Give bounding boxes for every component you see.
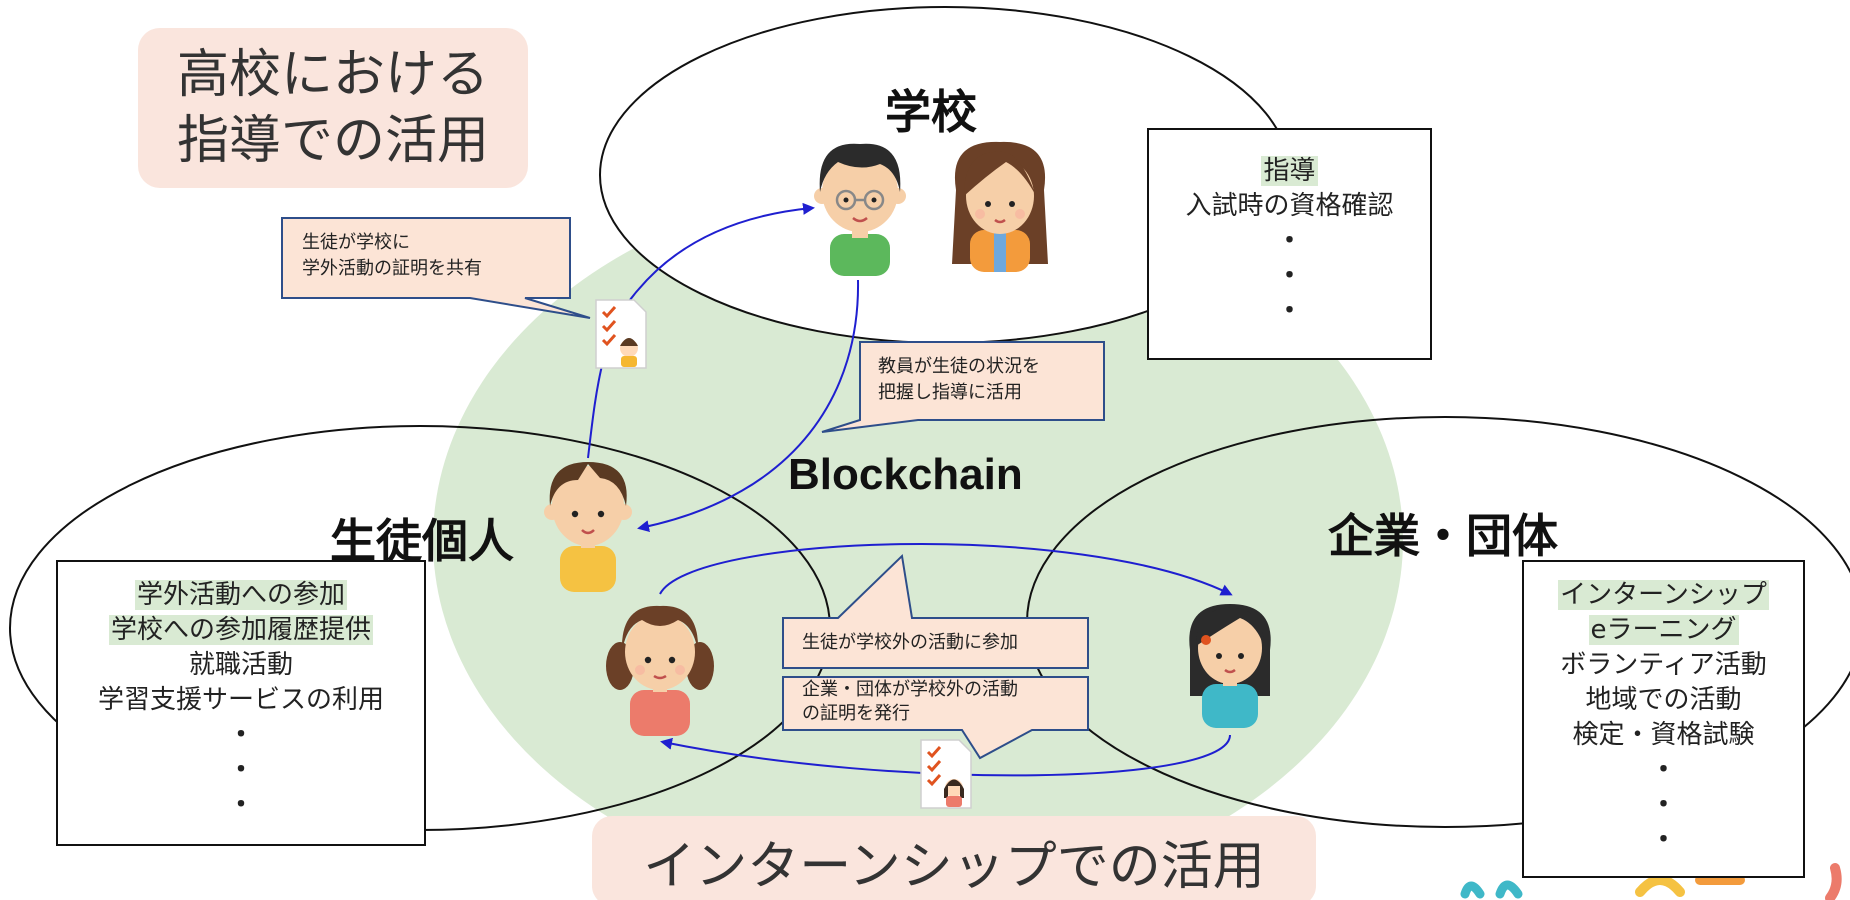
heading-company: 企業・団体 [1328,510,1558,562]
company-item-certification: 検定・資格試験 [1572,720,1755,750]
student-use-box: 学外活動への参加 学校への参加履歴提供 就職活動 学習支援サービスの利用 ・ ・… [56,560,426,846]
callout-participate: 生徒が学校外の活動に参加 [802,632,1018,653]
student-boy-icon [544,462,632,592]
school-item-admission-check: 入試時の資格確認 [1185,191,1394,221]
callout-teacher-line-2: 把握し指導に活用 [878,382,1022,403]
student-girl-icon [606,605,714,736]
company-ellipsis-3: ・ [1650,825,1677,855]
title-school-guidance-line-2: 指導での活用 [176,111,489,171]
callout-share-line-1: 生徒が学校に [302,232,410,253]
company-item-volunteer: ボランティア活動 [1560,650,1767,680]
arrow-company-to-student [660,734,1231,777]
callout-share: 生徒が学校に 学外活動の証明を共有 [302,230,482,282]
arrow-teacher-to-student [637,279,860,533]
school-ellipsis-2: ・ [1276,261,1303,291]
title-internship: インターンシップでの活用 [592,816,1316,900]
school-use-box: 指導 入試時の資格確認 ・ ・ ・ [1147,128,1432,360]
company-ellipsis-1: ・ [1650,755,1677,785]
callout-teacher: 教員が生徒の状況を 把握し指導に活用 [878,354,1040,406]
heading-blockchain: Blockchain [788,450,1023,499]
company-use-box: インターンシップ eラーニング ボランティア活動 地域での活動 検定・資格試験 … [1522,560,1805,878]
title-school-guidance-line-1: 高校における [176,45,489,105]
company-item-internship: インターンシップ [1558,580,1769,610]
arrow-student-to-company [659,542,1233,596]
arrow-student-to-school [587,202,815,459]
callout-share-shape [281,217,591,319]
certificate-icon [920,739,972,809]
company-woman-icon [1189,604,1271,728]
certificate-icon [595,299,647,369]
student-ellipsis-2: ・ [227,755,254,785]
title-school-guidance: 高校における 指導での活用 [138,28,528,188]
student-item-job-hunting: 就職活動 [188,650,293,680]
school-ellipsis-3: ・ [1276,296,1303,326]
callout-issue-line-1: 企業・団体が学校外の活動 [802,679,1018,700]
student-item-history: 学校への参加履歴提供 [108,615,373,645]
student-ellipsis-3: ・ [227,790,254,820]
heading-school: 学校 [885,86,977,138]
school-ellipsis-1: ・ [1276,226,1303,256]
student-item-learning-support: 学習支援サービスの利用 [97,685,384,715]
company-ellipsis-2: ・ [1650,790,1677,820]
callout-issue-shape [782,676,1089,760]
callout-participate-shape [782,553,1089,669]
callout-share-line-2: 学外活動の証明を共有 [302,258,482,279]
callout-teacher-shape [821,341,1105,433]
company-item-elearning: eラーニング [1588,615,1739,645]
callout-issue-line-2: の証明を発行 [802,703,910,724]
heading-student: 生徒個人 [330,515,514,567]
student-ellipsis-1: ・ [227,720,254,750]
callout-issue: 企業・団体が学校外の活動 の証明を発行 [802,678,1018,726]
teacher-girl-icon [952,141,1048,272]
company-item-community: 地域での活動 [1585,685,1742,715]
teacher-boy-glasses-icon [814,143,906,276]
student-item-activity: 学外活動への参加 [134,580,347,610]
school-item-guidance: 指導 [1261,156,1318,186]
logo-fragment [1460,863,1842,900]
callout-teacher-line-1: 教員が生徒の状況を [878,356,1040,377]
